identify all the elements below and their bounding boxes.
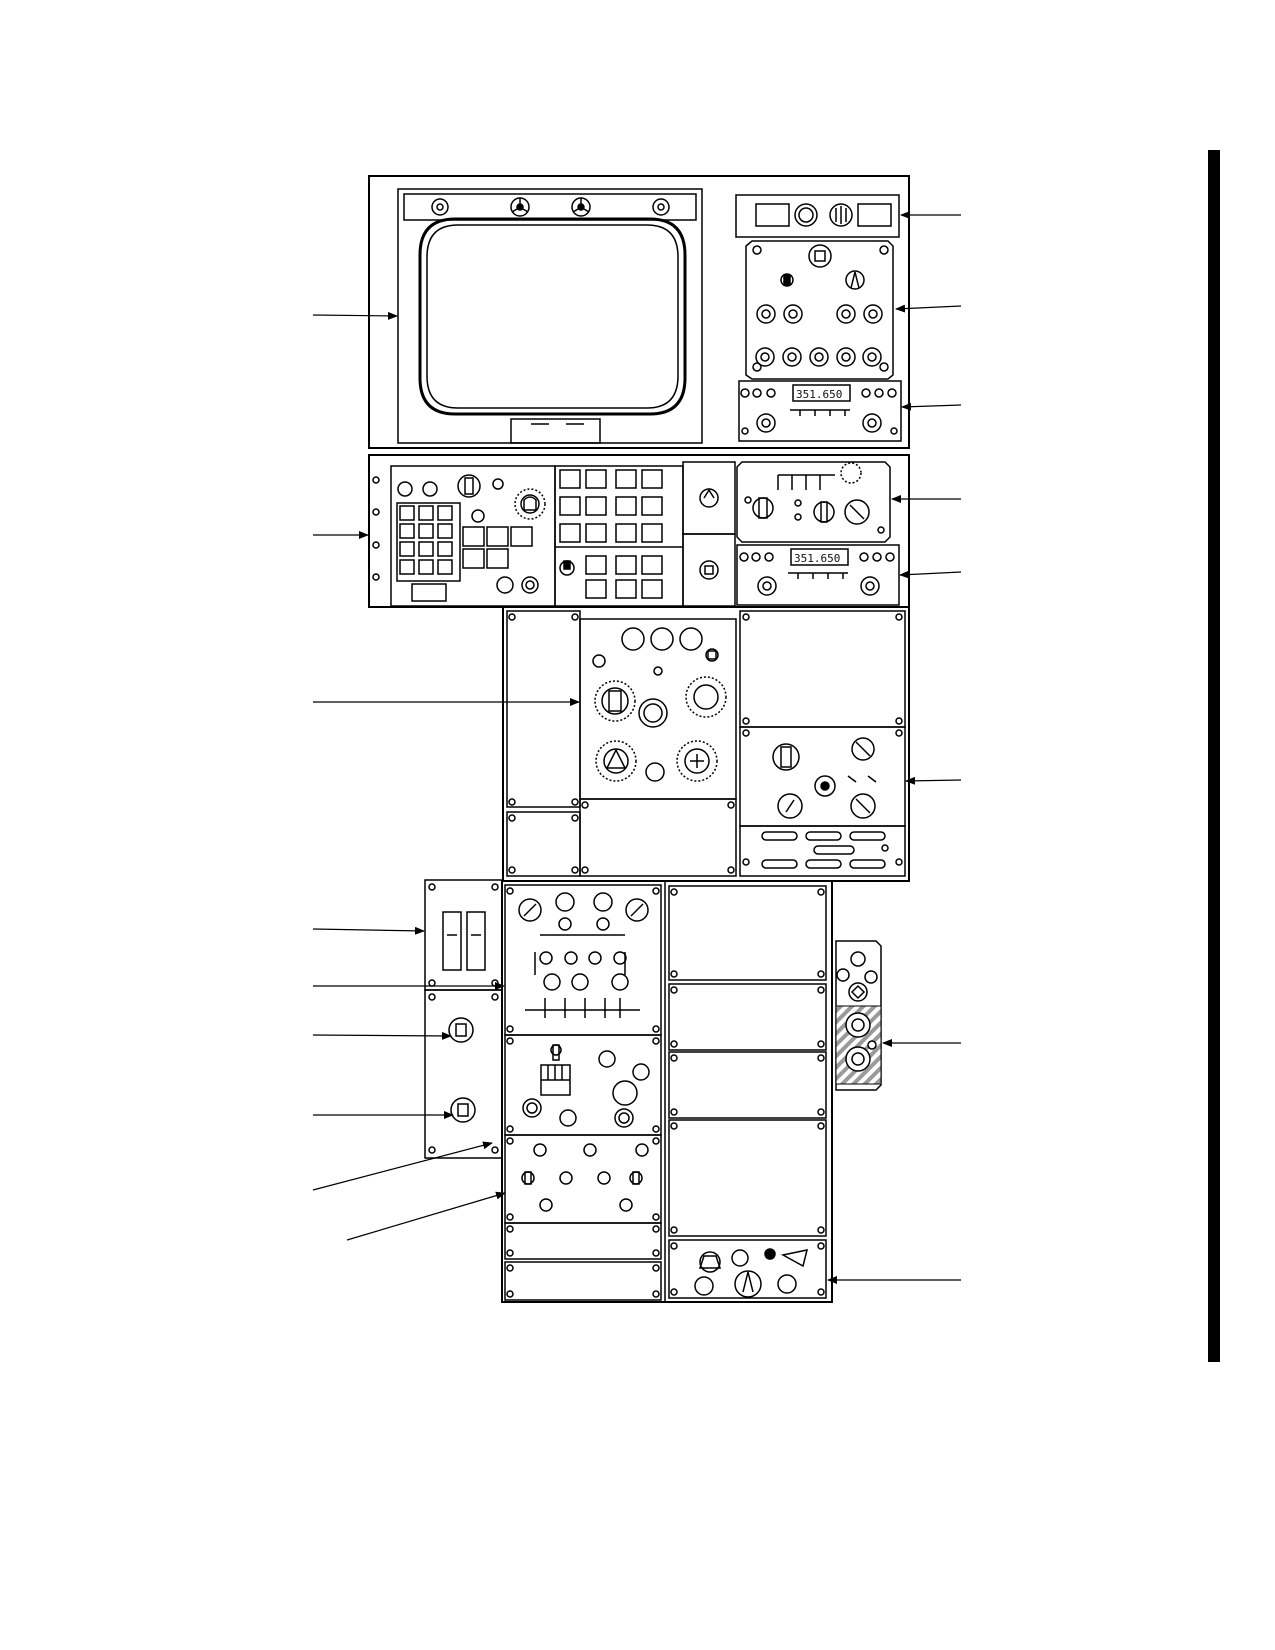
intercom-control-panel	[668, 1239, 827, 1299]
crt-display-unit	[397, 188, 703, 444]
crt-label-plate	[510, 418, 601, 444]
radio-control-lower	[736, 544, 900, 606]
control-panel-knobs	[745, 240, 894, 380]
frequency-readout-lower: 351.650	[794, 552, 840, 565]
callout-line	[899, 570, 962, 579]
tuning-knob-panel	[579, 618, 737, 800]
vent-grille-panel	[739, 825, 906, 877]
display-control-knob	[431, 198, 449, 216]
mode-selector-panel	[736, 461, 891, 543]
callout-line	[895, 304, 962, 313]
junction-knob-panel	[504, 884, 662, 1036]
callout-line	[312, 311, 398, 320]
display-control-knob	[510, 197, 530, 217]
frequency-readout-upper: 351.650	[796, 388, 842, 401]
indicator-lamp-matrix	[554, 465, 684, 607]
keypad-control-panel	[390, 465, 575, 607]
switch-panel-vertical	[424, 989, 503, 1159]
callout-leaders-right	[827, 211, 962, 1284]
small-knob-panel	[504, 1134, 662, 1224]
toggle-switch-column	[682, 461, 736, 607]
side-jack-panel	[835, 940, 882, 1091]
callout-line	[312, 926, 425, 935]
fuse-holder-panel	[424, 879, 503, 991]
callout-leaders-left	[312, 311, 580, 1241]
callout-line	[312, 1141, 493, 1191]
middle-console-row: 351.650	[368, 454, 910, 608]
bottom-console-section	[424, 879, 833, 1303]
crt-screen-outer	[418, 217, 687, 416]
selector-panel-right	[739, 726, 906, 827]
radio-control-upper	[738, 380, 902, 442]
callout-line	[905, 776, 962, 785]
display-control-knob	[652, 198, 670, 216]
crt-screen-inner	[426, 224, 679, 409]
lower-console-section	[502, 606, 910, 882]
upper-console-section: 351.650	[368, 175, 910, 456]
meter-switch-panel	[504, 1034, 662, 1136]
callout-line	[901, 402, 962, 411]
indicator-panel	[735, 194, 900, 238]
callout-line	[346, 1191, 506, 1241]
page-edge-bar	[1208, 150, 1220, 1362]
display-control-knob	[571, 197, 591, 217]
callout-line	[312, 1031, 452, 1040]
